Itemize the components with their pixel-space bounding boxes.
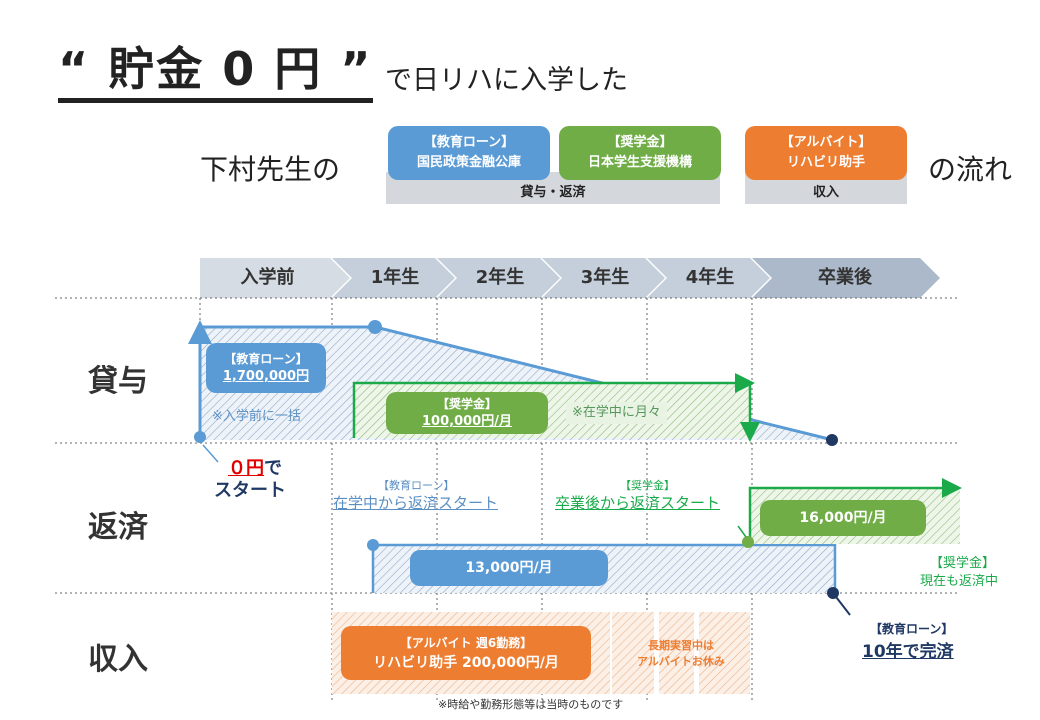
- scholarship-repay-tag: 【奨学金】: [620, 479, 675, 492]
- phase-chevron-0: [200, 258, 350, 298]
- phase-label-2: 2年生: [475, 267, 525, 288]
- subject-prefix: 下村先生の: [200, 153, 341, 186]
- scholarship-lending-line: [352, 373, 755, 438]
- legend-job-line1: 【アルバイト】: [780, 135, 872, 150]
- page-title: “ 貯金 0 円 ”: [58, 42, 373, 103]
- phase-label-0: 入学前: [240, 267, 295, 288]
- phase-chevron-5: [752, 258, 940, 298]
- scholarship-now: 現在も返済中: [920, 574, 999, 589]
- loan-done-tag: 【教育ローン】: [870, 622, 954, 636]
- job-income-box: 【アルバイト 週6勤務】 リハビリ助手 200,000円/月: [341, 626, 591, 680]
- footnote: ※時給や勤務形態等は当時のものです: [438, 698, 624, 711]
- loan-repay-tag: 【教育ローン】: [378, 479, 455, 492]
- phase-chevron-2: [437, 258, 560, 298]
- scholarship-repay-line: [748, 478, 962, 542]
- phase-chevron-3: [542, 258, 665, 298]
- legend-scholarship-line2: 日本学生支援機構: [587, 155, 692, 170]
- start-amount-line: ０円で: [228, 454, 282, 480]
- row-label-repayment: 返済: [88, 510, 148, 545]
- scholarship-repay-start-dot: [742, 536, 754, 548]
- job-rest-area: [612, 612, 750, 694]
- legend-job-line2: リハビリ助手: [786, 155, 865, 170]
- scholarship-now-tag: 【奨学金】: [930, 556, 996, 571]
- loan-end-dot: [826, 434, 838, 446]
- job-rest-note: 長期実習中は アルバイトお休み: [615, 638, 747, 670]
- scholarship-repay-amount-box: 16,000円/月: [760, 500, 926, 536]
- loan-repay-start-dot: [367, 539, 379, 551]
- loan-start-dot: [194, 431, 206, 443]
- loan-amount-value: 1,700,000円: [222, 369, 310, 384]
- legend-job-chip: 【アルバイト】 リハビリ助手: [745, 126, 907, 180]
- scholarship-repay-desc: 卒業後から返済スタート: [555, 494, 721, 512]
- phase-chevron-1: [332, 258, 455, 298]
- scholarship-note: ※在学中に月々: [566, 402, 667, 424]
- loan-amount-box: 【教育ローン】 1,700,000円: [206, 343, 326, 393]
- row-label-lending: 貸与: [88, 364, 148, 399]
- job-rest-line2: アルバイトお休み: [637, 655, 725, 668]
- legend-loan-line2: 国民政策金融公庫: [416, 155, 521, 170]
- start-label: スタート: [214, 480, 286, 501]
- loan-note: ※入学前に一括: [212, 409, 301, 424]
- loan-repay-amount-box: 13,000円/月: [410, 550, 608, 586]
- start-amount: ０円: [228, 458, 264, 479]
- loan-repay-end-dot: [827, 587, 839, 599]
- start-de: で: [264, 458, 282, 479]
- phase-label-4: 4年生: [685, 267, 735, 288]
- phase-label-1: 1年生: [370, 267, 420, 288]
- phase-label-3: 3年生: [580, 267, 630, 288]
- scholarship-amount-value: 100,000円/月: [422, 414, 512, 429]
- loan-done: 10年で完済: [862, 642, 954, 662]
- job-income-line1: 【アルバイト 週6勤務】: [399, 636, 533, 650]
- job-rest-line1: 長期実習中は: [648, 639, 714, 652]
- loan-peak-dot: [368, 320, 382, 334]
- legend-loan-chip: 【教育ローン】 国民政策金融公庫: [388, 126, 550, 180]
- scholarship-amount-label: 【奨学金】: [436, 397, 497, 411]
- phase-chevron-4: [647, 258, 770, 298]
- loan-amount-label: 【教育ローン】: [224, 352, 308, 366]
- legend-scholarship-line1: 【奨学金】: [607, 135, 673, 150]
- phase-bar: [200, 258, 940, 298]
- job-income-line2: リハビリ助手 200,000円/月: [373, 655, 559, 671]
- scholarship-amount-box: 【奨学金】 100,000円/月: [386, 392, 548, 434]
- legend-scholarship-chip: 【奨学金】 日本学生支援機構: [559, 126, 721, 180]
- row-label-income: 収入: [88, 642, 148, 677]
- job-rest-gaps: [654, 612, 699, 694]
- page-subtitle: で日リハに入学した: [385, 65, 628, 96]
- loan-repay-desc: 在学中から返済スタート: [333, 494, 499, 512]
- loan-repay-line: [371, 543, 837, 593]
- phase-label-5: 卒業後: [818, 267, 872, 288]
- subject-suffix: の流れ: [928, 153, 1013, 186]
- legend-loan-line1: 【教育ローン】: [423, 135, 515, 150]
